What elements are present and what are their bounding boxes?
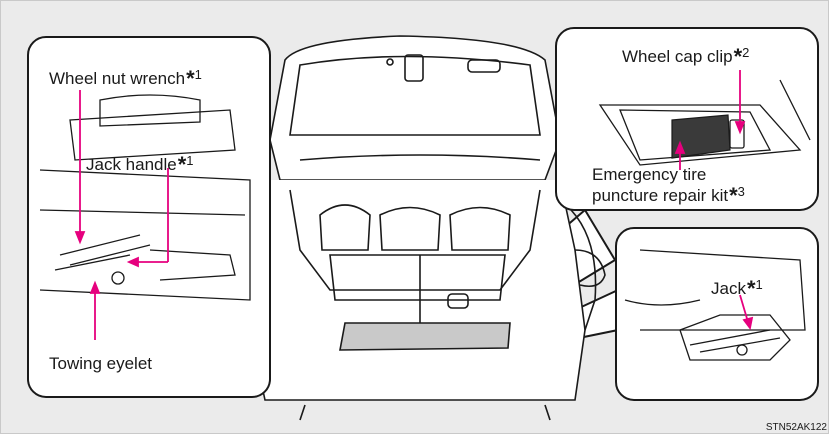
figure-code: STN52AK122: [766, 422, 827, 433]
label-wheel-cap-clip: Wheel cap clip*2: [622, 44, 749, 66]
label-jack: Jack*1: [711, 276, 763, 298]
label-jack-handle: Jack handle*1: [86, 152, 194, 174]
label-wheel-nut-wrench: Wheel nut wrench*1: [49, 66, 202, 88]
car-body: [248, 36, 606, 420]
detail-box-left: [28, 37, 270, 397]
luggage-floor-highlight: [340, 323, 510, 350]
detail-box-bottom-right: [616, 228, 818, 400]
label-repair-kit: Emergency tire puncture repair kit*3: [592, 166, 745, 204]
label-towing-eyelet: Towing eyelet: [49, 355, 152, 373]
